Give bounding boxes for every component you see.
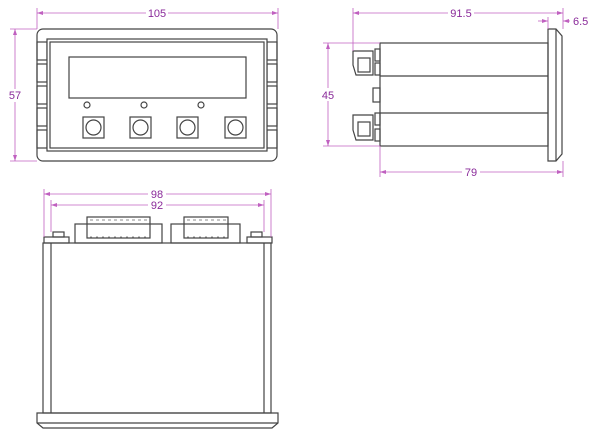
- dimension-label: 98: [151, 189, 163, 201]
- led-indicator: [83, 101, 91, 109]
- display-window: [68, 56, 247, 99]
- dimension-79: 79: [379, 146, 564, 179]
- side-view: 91.5 6.5 45 79: [318, 6, 588, 179]
- left-side-tabs: [36, 41, 48, 149]
- dimension-98: 98: [43, 187, 272, 237]
- dimension-6-5: 6.5: [538, 16, 588, 29]
- terminal-connector: [74, 216, 163, 244]
- dimension-45: 45: [318, 42, 380, 147]
- dimension-label: 79: [465, 167, 477, 179]
- terminal-connector: [170, 216, 241, 244]
- front-bezel: [46, 38, 268, 152]
- side-flange: [547, 28, 563, 162]
- terminal-connector: [352, 48, 381, 76]
- side-body: [379, 42, 549, 147]
- dimension-label: 6.5: [573, 16, 588, 28]
- led-indicator: [140, 101, 148, 109]
- bottom-view: 98 92: [36, 187, 279, 429]
- terminal-connector: [352, 112, 381, 142]
- bottom-flange: [36, 412, 279, 429]
- dimension-label: 45: [322, 90, 334, 102]
- push-button: [224, 116, 247, 139]
- front-view: 105 57: [5, 6, 279, 162]
- dimension-label: 57: [9, 90, 21, 102]
- dimension-label: 91.5: [450, 8, 471, 20]
- dimension-91-5: 91.5: [352, 6, 564, 51]
- bottom-body: [42, 242, 272, 414]
- push-button: [82, 116, 105, 139]
- push-button: [129, 116, 152, 139]
- dimension-57: 57: [5, 28, 37, 162]
- dimension-92: 92: [50, 199, 265, 232]
- push-button: [176, 116, 199, 139]
- right-side-tabs: [266, 41, 278, 149]
- led-indicator: [197, 101, 205, 109]
- dimension-105: 105: [36, 6, 279, 29]
- dimension-label: 92: [151, 200, 163, 212]
- dimension-label: 105: [148, 8, 166, 20]
